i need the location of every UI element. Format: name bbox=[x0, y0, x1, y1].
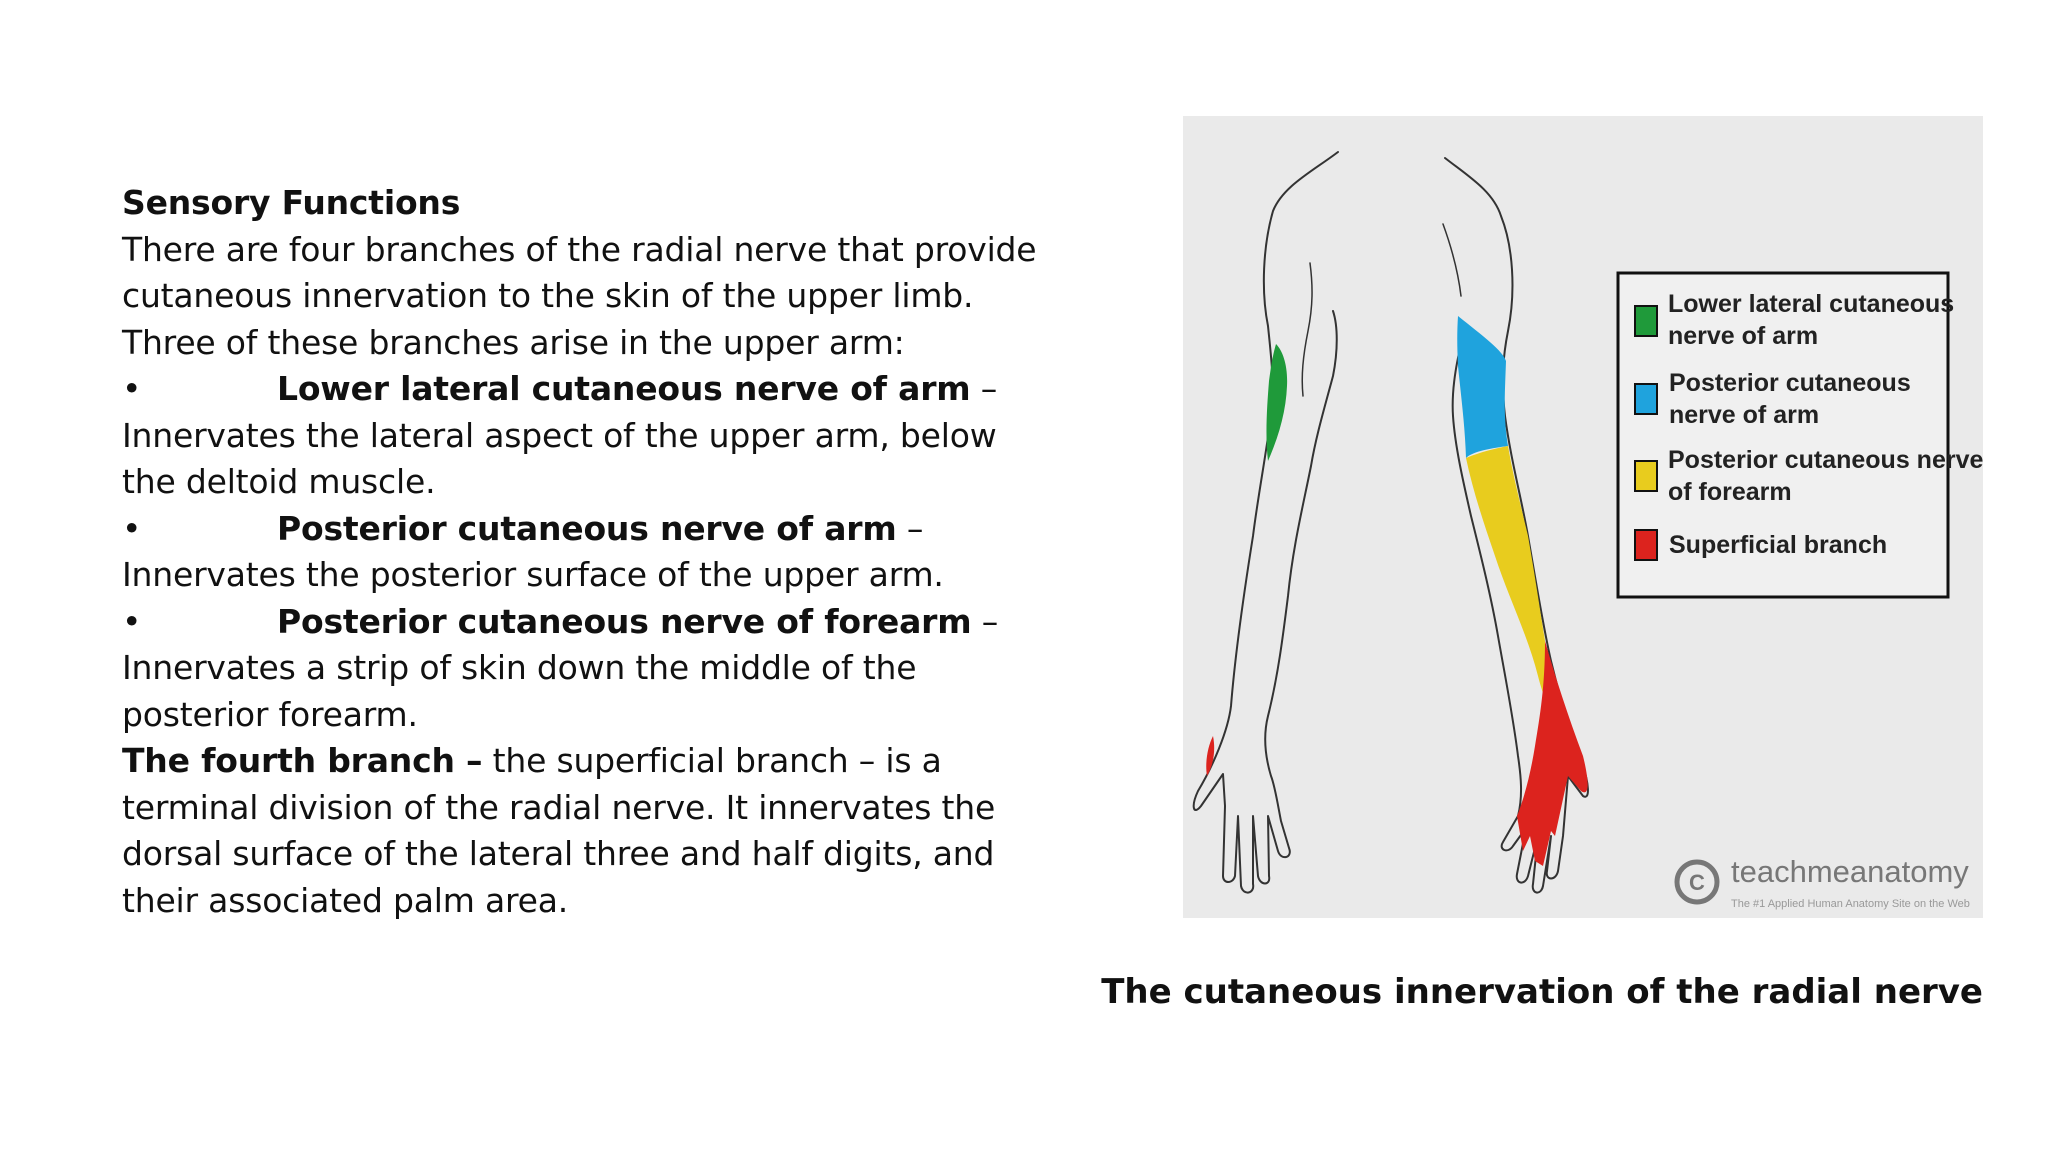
bullet-marker: • bbox=[122, 601, 142, 641]
intro-paragraph: There are four branches of the radial ne… bbox=[122, 229, 1037, 362]
fourth-branch-paragraph: The fourth branch – the superficial bran… bbox=[122, 738, 1042, 924]
lower-lateral-cutaneous-region bbox=[1266, 344, 1288, 461]
body-text: Sensory Functions There are four branche… bbox=[122, 180, 1042, 924]
posterior-cutaneous-forearm-region bbox=[1466, 446, 1558, 721]
legend-swatch-blue bbox=[1634, 383, 1658, 415]
legend-label: nerve of arm bbox=[1669, 401, 1819, 429]
arm-diagram: Lower lateral cutaneous nerve of arm Pos… bbox=[1183, 116, 1983, 918]
thumb-superficial-region bbox=[1206, 736, 1215, 776]
section-heading: Sensory Functions bbox=[122, 183, 461, 222]
bullet-term: Lower lateral cutaneous nerve of arm bbox=[277, 369, 971, 408]
bullet-term: Posterior cutaneous nerve of forearm bbox=[277, 601, 972, 641]
copyright-letter: C bbox=[1689, 870, 1705, 895]
copyright-icon bbox=[1674, 859, 1720, 905]
fourth-branch-desc: the superficial branch – is a terminal d… bbox=[122, 741, 996, 920]
bullet-desc: – Innervates the posterior surface of th… bbox=[122, 508, 944, 595]
legend-item: Superficial branch bbox=[1634, 529, 1887, 561]
bullet-desc: – Innervates the lateral aspect of the u… bbox=[122, 369, 998, 501]
legend-label: Superficial branch bbox=[1669, 531, 1887, 559]
bullet-marker: • bbox=[122, 508, 142, 548]
superficial-branch-region bbox=[1517, 641, 1588, 866]
legend-item: Lower lateral cutaneous nerve of arm bbox=[1634, 290, 1954, 350]
watermark: C teachmeanatomy The #1 Applied Human An… bbox=[1674, 854, 1970, 910]
legend-item: Posterior cutaneous nerve of forearm bbox=[1634, 446, 1983, 506]
posterior-cutaneous-arm-region bbox=[1457, 316, 1508, 458]
legend-label: of forearm bbox=[1668, 478, 1792, 506]
legend-swatch-red bbox=[1634, 529, 1658, 561]
legend-label: nerve of arm bbox=[1668, 322, 1818, 350]
watermark-brand: teachmeanatomy bbox=[1731, 854, 1969, 889]
bullet-item: • Posterior cutaneous nerve of arm – Inne… bbox=[122, 506, 1042, 599]
legend-label: Posterior cutaneous nerve bbox=[1668, 446, 1983, 474]
bullet-item: • Posterior cutaneous nerve of forearm – … bbox=[122, 599, 1042, 739]
legend-label: Lower lateral cutaneous bbox=[1668, 290, 1954, 318]
legend-swatch-green bbox=[1634, 305, 1658, 337]
legend: Lower lateral cutaneous nerve of arm Pos… bbox=[1616, 271, 1983, 599]
legend-item: Posterior cutaneous nerve of arm bbox=[1634, 369, 1911, 429]
bullet-item: • Lower lateral cutaneous nerve of arm – … bbox=[122, 366, 1042, 506]
fourth-branch-term: The fourth branch – bbox=[122, 741, 483, 780]
figure-caption: The cutaneous innervation of the radial … bbox=[1101, 972, 1983, 1012]
watermark-tagline: The #1 Applied Human Anatomy Site on the… bbox=[1731, 898, 1970, 910]
legend-label: Posterior cutaneous bbox=[1669, 369, 1911, 397]
bullet-desc: – Innervates a strip of skin down the mi… bbox=[122, 601, 998, 734]
bullet-marker: • bbox=[122, 369, 142, 408]
bullet-term: Posterior cutaneous nerve of arm bbox=[277, 508, 897, 548]
legend-swatch-yellow bbox=[1634, 460, 1658, 492]
